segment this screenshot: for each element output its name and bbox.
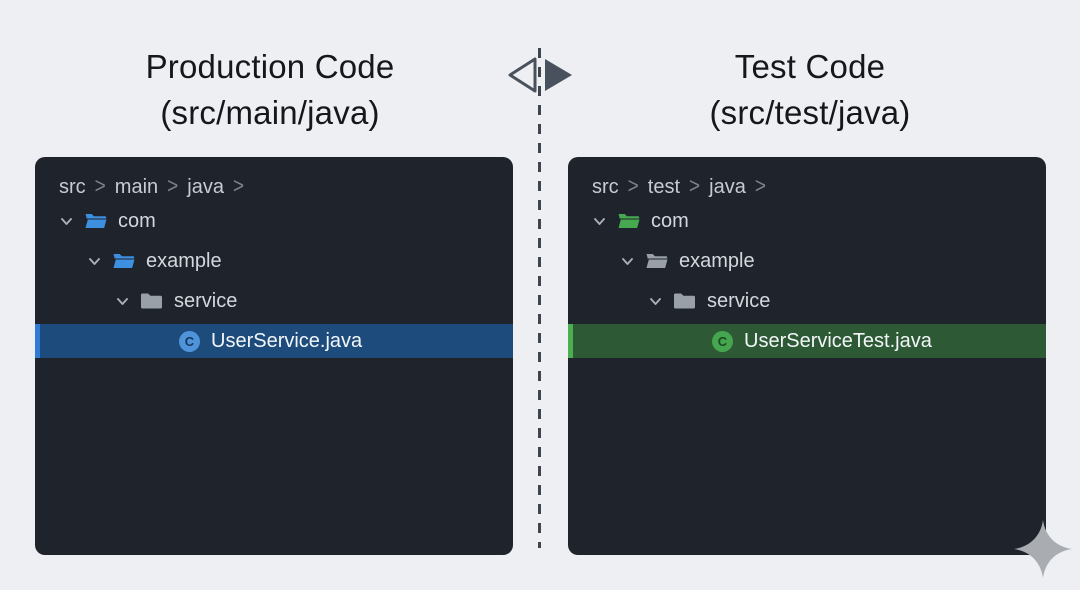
tree-row-service[interactable]: service: [35, 281, 513, 321]
folder-open-icon: [617, 214, 641, 229]
folder-open-icon: [645, 254, 669, 269]
tree-label: com: [118, 209, 156, 232]
tree-label: com: [651, 209, 689, 232]
breadcrumb-separator: >: [167, 174, 179, 199]
breadcrumb-segment[interactable]: test: [647, 175, 681, 198]
production-title-line2: (src/main/java): [160, 94, 380, 132]
selected-file-label: UserServiceTest.java: [744, 329, 932, 352]
chevron-down-icon[interactable]: [648, 294, 663, 309]
breadcrumb-separator: >: [754, 174, 766, 199]
compare-arrows-icon: [508, 57, 572, 93]
tree-row-com[interactable]: com: [35, 201, 513, 241]
breadcrumb-segment[interactable]: main: [114, 175, 159, 198]
production-code-title: Production Code (src/main/java): [0, 44, 540, 136]
tree-row-example[interactable]: example: [35, 241, 513, 281]
cursor-sparkle-icon: [1014, 520, 1072, 578]
folder-closed-icon: [674, 293, 695, 309]
folder-open-icon: [84, 214, 108, 229]
divider-dashed-line: [538, 48, 541, 548]
folder-closed-icon: [141, 293, 162, 309]
java-class-icon: C: [179, 330, 200, 352]
test-code-title: Test Code (src/test/java): [540, 44, 1080, 136]
breadcrumb: src > main > java >: [35, 157, 513, 201]
tree-row-userservicetest-file[interactable]: C UserServiceTest.java: [568, 324, 1046, 358]
tree-label: example: [146, 249, 222, 272]
chevron-down-icon[interactable]: [592, 214, 607, 229]
test-title-line1: Test Code: [734, 48, 886, 85]
test-title-line2: (src/test/java): [709, 94, 911, 132]
tree-label: service: [174, 289, 238, 312]
chevron-down-icon[interactable]: [87, 254, 102, 269]
chevron-down-icon[interactable]: [59, 214, 74, 229]
tree-row-service[interactable]: service: [568, 281, 1046, 321]
breadcrumb-separator: >: [94, 174, 106, 199]
chevron-down-icon[interactable]: [115, 294, 130, 309]
class-icon-letter: C: [185, 334, 195, 349]
breadcrumb-segment[interactable]: java: [187, 175, 224, 198]
breadcrumb-separator: >: [232, 174, 245, 199]
tree-label: example: [679, 249, 755, 272]
arrow-right-filled-icon: [545, 59, 572, 91]
breadcrumb-segment[interactable]: src: [59, 175, 86, 198]
java-class-icon: C: [712, 330, 733, 352]
breadcrumb-segment[interactable]: src: [592, 175, 619, 198]
breadcrumb-separator: >: [689, 174, 701, 199]
folder-open-icon: [112, 254, 136, 269]
selected-file-label: UserService.java: [211, 329, 363, 352]
breadcrumb: src > test > java >: [568, 157, 1046, 201]
chevron-down-icon[interactable]: [620, 254, 635, 269]
tree-row-userservice-file[interactable]: C UserService.java: [35, 324, 513, 358]
production-file-tree-panel: src > main > java > com: [35, 157, 513, 555]
test-file-tree-panel: src > test > java > com: [568, 157, 1046, 555]
class-icon-letter: C: [718, 334, 728, 349]
tree-row-example[interactable]: example: [568, 241, 1046, 281]
tree-label: service: [707, 289, 771, 312]
tree-row-com[interactable]: com: [568, 201, 1046, 241]
breadcrumb-separator: >: [627, 174, 639, 199]
arrow-left-outline-icon: [508, 57, 537, 93]
breadcrumb-segment[interactable]: java: [709, 175, 746, 198]
production-title-line1: Production Code: [145, 48, 395, 85]
